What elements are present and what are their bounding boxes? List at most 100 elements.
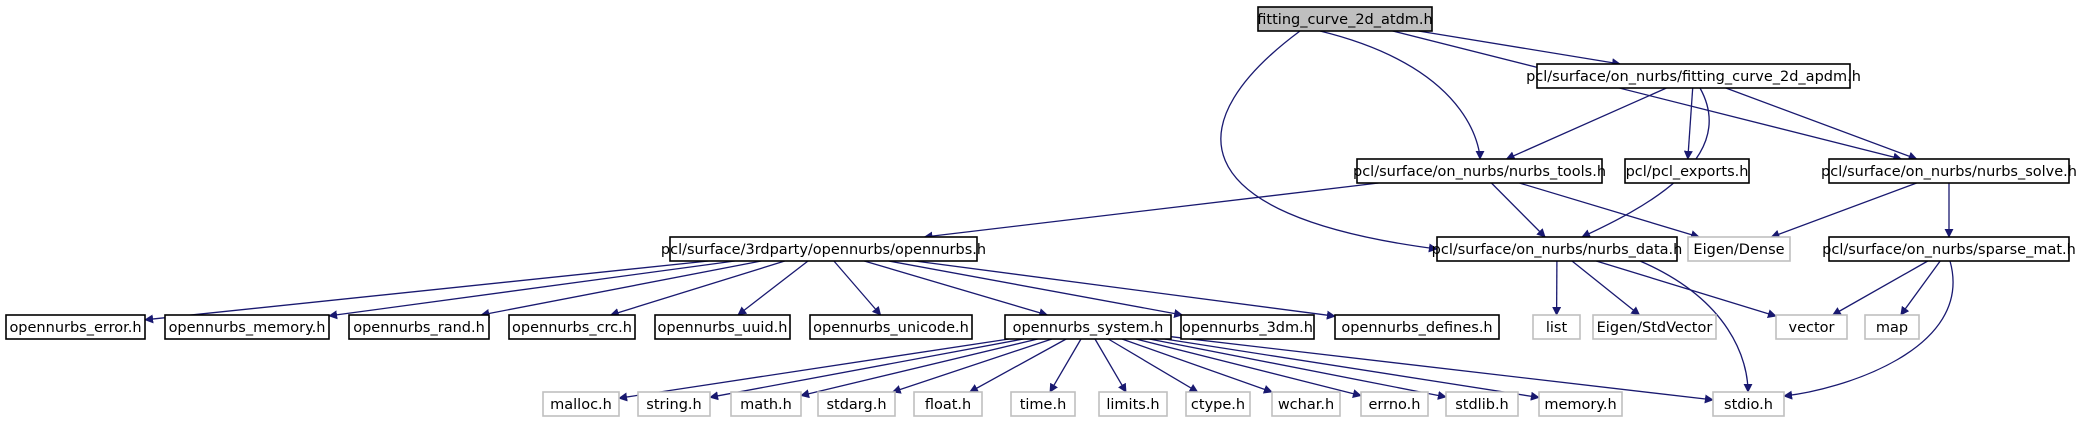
node-box [817,391,896,417]
node-box [669,236,978,262]
node-fitting-curve-2d-atdm-h[interactable]: fitting_curve_2d_atdm.h [1257,6,1433,32]
edge-n5-to-n12 [609,260,785,317]
node-pcl-surface-on-nurbs-fitting-curve-2d-apdm-h[interactable]: pcl/surface/on_nurbs/fitting_curve_2d_ap… [1526,63,1861,89]
node-box [637,391,711,417]
node-label: opennurbs_system.h [1013,320,1164,336]
node-box [654,314,791,340]
node-wchar-h: wchar.h [1271,391,1341,417]
node-box [809,314,973,340]
node-label: pcl/surface/on_nurbs/sparse_mat.h [1822,242,2076,258]
node-pcl-surface-on-nurbs-nurbs-solve-h[interactable]: pcl/surface/on_nurbs/nurbs_solve.h [1821,158,2077,184]
node-opennurbs-defines-h[interactable]: opennurbs_defines.h [1334,314,1500,340]
node-label: stdio.h [1724,397,1773,413]
node-list: list [1532,314,1581,340]
edge-n1-to-n2 [1505,87,1667,160]
node-label: memory.h [1544,397,1616,413]
node-time-h: time.h [1010,391,1076,417]
node-label: pcl/surface/on_nurbs/fitting_curve_2d_ap… [1526,69,1861,85]
node-box [1010,391,1076,417]
edge-n0-to-n1 [1418,30,1621,68]
node-label: errno.h [1369,397,1421,413]
edge-n4-to-n7 [1770,182,1917,239]
edge-n1-to-n3 [1683,87,1694,160]
edge-n15-to-n34 [1170,336,1714,404]
node-box [1775,314,1848,340]
edge-n15-to-n32 [1149,338,1447,400]
node-stdlib-h: stdlib.h [1445,391,1519,417]
node-box [1624,158,1750,184]
node-label: opennurbs_crc.h [512,320,632,336]
node-box [542,391,620,417]
node-box [164,314,330,340]
node-pcl-surface-on-nurbs-sparse-mat-h[interactable]: pcl/surface/on_nurbs/sparse_mat.h [1822,236,2076,262]
edge-n15-to-n22 [618,338,1010,402]
node-layer: fitting_curve_2d_atdm.h pcl/surface/on_nu… [5,6,2077,417]
node-label: pcl/surface/on_nurbs/nurbs_data.h [1432,242,1683,258]
node-pcl-surface-on-nurbs-nurbs-tools-h[interactable]: pcl/surface/on_nurbs/nurbs_tools.h [1353,158,1606,184]
node-box [1712,391,1785,417]
node-pcl-surface-on-nurbs-nurbs-data-h[interactable]: pcl/surface/on_nurbs/nurbs_data.h [1432,236,1683,262]
edge-n8-to-n20 [1831,260,1929,316]
node-box [1185,391,1251,417]
node-errno-h: errno.h [1360,391,1429,417]
edge-n15-to-n28 [1094,338,1127,393]
node-label: pcl/pcl_exports.h [1626,164,1749,180]
edge-n5-to-n13 [737,260,809,316]
edge-n1-to-n4 [1725,87,1918,161]
node-box [1445,391,1519,417]
node-label: wchar.h [1278,397,1334,413]
edge-n5-to-n11 [480,260,762,318]
node-malloc-h: malloc.h [542,391,620,417]
node-box [1004,314,1172,340]
node-vector: vector [1775,314,1848,340]
node-map: map [1864,314,1920,340]
node-label: string.h [646,397,701,413]
node-box [1828,158,2070,184]
node-label: opennurbs_error.h [9,320,141,336]
edge-n15-to-n23 [709,338,1024,401]
node-opennurbs-uuid-h[interactable]: opennurbs_uuid.h [654,314,791,340]
edge-n5-to-n15 [864,260,1049,318]
node-label: opennurbs_defines.h [1341,320,1492,336]
node-eigen-stdvector: Eigen/StdVector [1592,314,1717,340]
node-opennurbs-memory-h[interactable]: opennurbs_memory.h [164,314,330,340]
edge-n5-to-n16 [888,260,1184,318]
edge-n15-to-n25 [891,338,1053,394]
node-label: math.h [740,397,792,413]
edge-n5-to-n10 [328,260,735,320]
node-box [1271,391,1341,417]
node-label: opennurbs_rand.h [353,320,485,336]
node-box [1334,314,1500,340]
node-opennurbs-crc-h[interactable]: opennurbs_crc.h [508,314,636,340]
node-label: opennurbs_3dm.h [1182,320,1313,336]
node-opennurbs-error-h[interactable]: opennurbs_error.h [5,314,146,340]
node-label: opennurbs_uuid.h [658,320,788,336]
node-label: stdlib.h [1455,397,1509,413]
node-pcl-surface-3rdparty-opennurbs-opennurbs-h[interactable]: pcl/surface/3rdparty/opennurbs/opennurbs… [661,236,986,262]
node-box [1538,391,1623,417]
node-label: time.h [1020,397,1067,413]
node-box [1864,314,1920,340]
node-opennurbs-system-h[interactable]: opennurbs_system.h [1004,314,1172,340]
node-pcl-pcl-exports-h[interactable]: pcl/pcl_exports.h [1624,158,1750,184]
node-box [1098,391,1168,417]
edge-n15-to-n24 [800,338,1038,399]
node-eigen-dense: Eigen/Dense [1687,236,1791,262]
node-label: opennurbs_unicode.h [813,320,969,336]
node-opennurbs-3dm-h[interactable]: opennurbs_3dm.h [1180,314,1315,340]
edge-n8-to-n21 [1900,260,1941,316]
node-box [1436,236,1678,262]
node-label: limits.h [1106,397,1159,413]
node-box [1180,314,1315,340]
node-box [1360,391,1429,417]
edge-n15-to-n30 [1121,338,1273,394]
node-limits-h: limits.h [1098,391,1168,417]
edge-n15-to-n29 [1107,338,1199,393]
edge-n6-to-n34 [1639,260,1753,393]
node-opennurbs-rand-h[interactable]: opennurbs_rand.h [348,314,490,340]
node-math-h: math.h [730,391,802,417]
edge-n0-to-n4 [1392,30,1903,162]
node-memory-h: memory.h [1538,391,1623,417]
node-opennurbs-unicode-h[interactable]: opennurbs_unicode.h [809,314,973,340]
